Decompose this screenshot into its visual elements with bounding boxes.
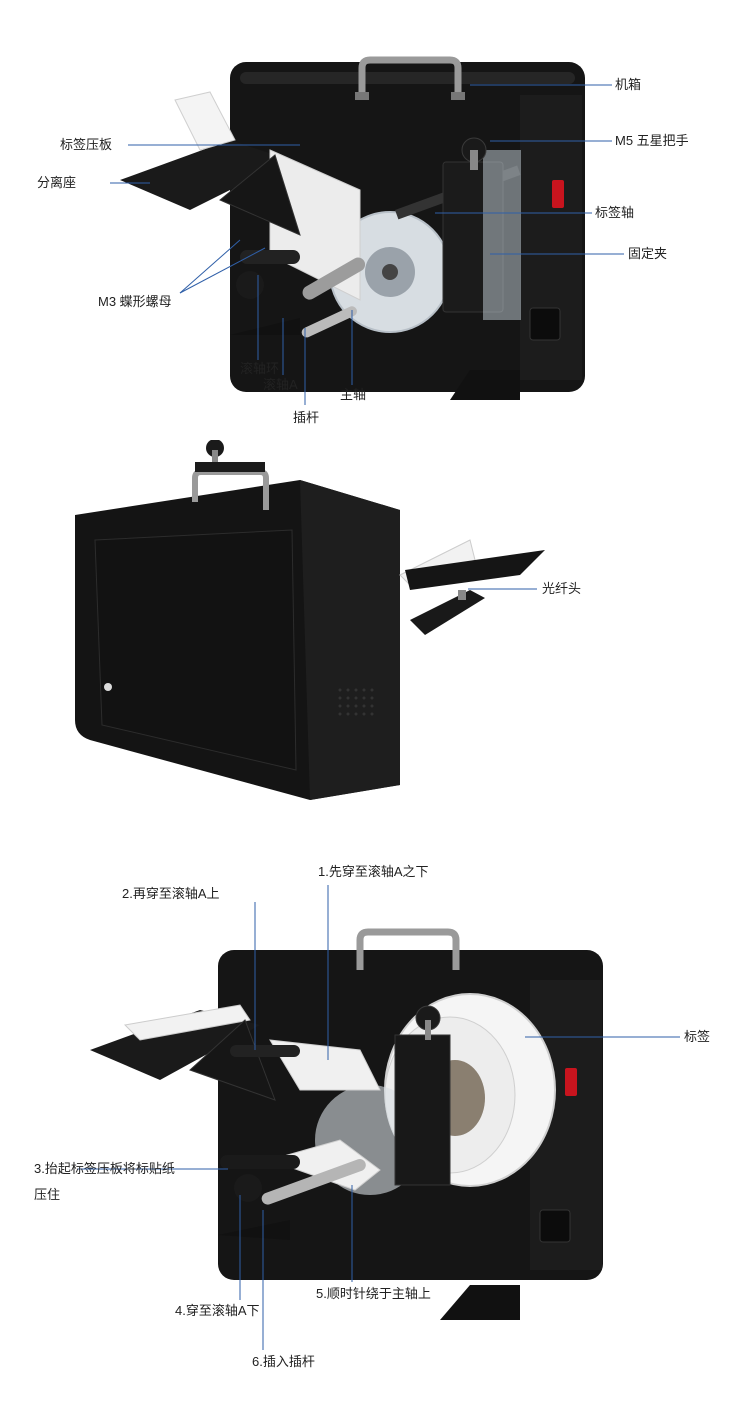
label-step-1: 1.先穿至滚轴A之下 <box>318 864 429 879</box>
label-fiber-head: 光纤头 <box>542 581 582 596</box>
label-separator-seat: 分离座 <box>37 175 77 190</box>
panel-threading-guide: 1.先穿至滚轴A之下 2.再穿至滚轴A上 标签 3.抬起标签压板将标贴纸 压住 … <box>0 840 750 1426</box>
machine-front-photo <box>120 56 585 400</box>
label-step-5: 5.顺时针绕于主轴上 <box>316 1286 431 1301</box>
label-press-plate: 标签压板 <box>60 137 113 152</box>
label-step-6: 6.插入插杆 <box>252 1354 315 1369</box>
label-wing-nut: M3 蝶形螺母 <box>98 294 172 309</box>
carry-handle <box>358 56 462 98</box>
panel-front-view: 机箱 标签压板 M5 五星把手 分离座 标签轴 固定夹 M3 蝶形螺母 滚轴环 … <box>0 0 750 440</box>
label-roller-a: 滚轴A <box>263 377 298 392</box>
label-step-3-line2: 压住 <box>34 1187 61 1202</box>
label-label-roll: 标签 <box>684 1029 711 1044</box>
label-case: 机箱 <box>615 77 642 92</box>
label-step-4: 4.穿至滚轴A下 <box>175 1303 260 1318</box>
label-step-3-line1: 3.抬起标签压板将标贴纸 <box>34 1161 175 1176</box>
machine-back-photo <box>75 440 545 800</box>
separator-seat-shape <box>120 140 290 210</box>
label-clamp: 固定夹 <box>628 246 668 261</box>
label-label-shaft: 标签轴 <box>595 205 635 220</box>
label-roller-ring: 滚轴环 <box>240 361 280 376</box>
machine-threading-photo <box>90 928 603 1320</box>
leader-lines-panel1 <box>110 84 624 405</box>
leader-lines-panel3 <box>78 885 680 1350</box>
label-main-shaft: 主轴 <box>340 387 367 402</box>
power-switch <box>552 180 564 208</box>
label-insert-rod: 插杆 <box>293 410 320 425</box>
leader-lines-panel2 <box>468 588 537 590</box>
panel-back-view: 光纤头 <box>0 440 750 820</box>
label-star-handle: M5 五星把手 <box>615 133 689 148</box>
label-step-2: 2.再穿至滚轴A上 <box>122 886 220 901</box>
